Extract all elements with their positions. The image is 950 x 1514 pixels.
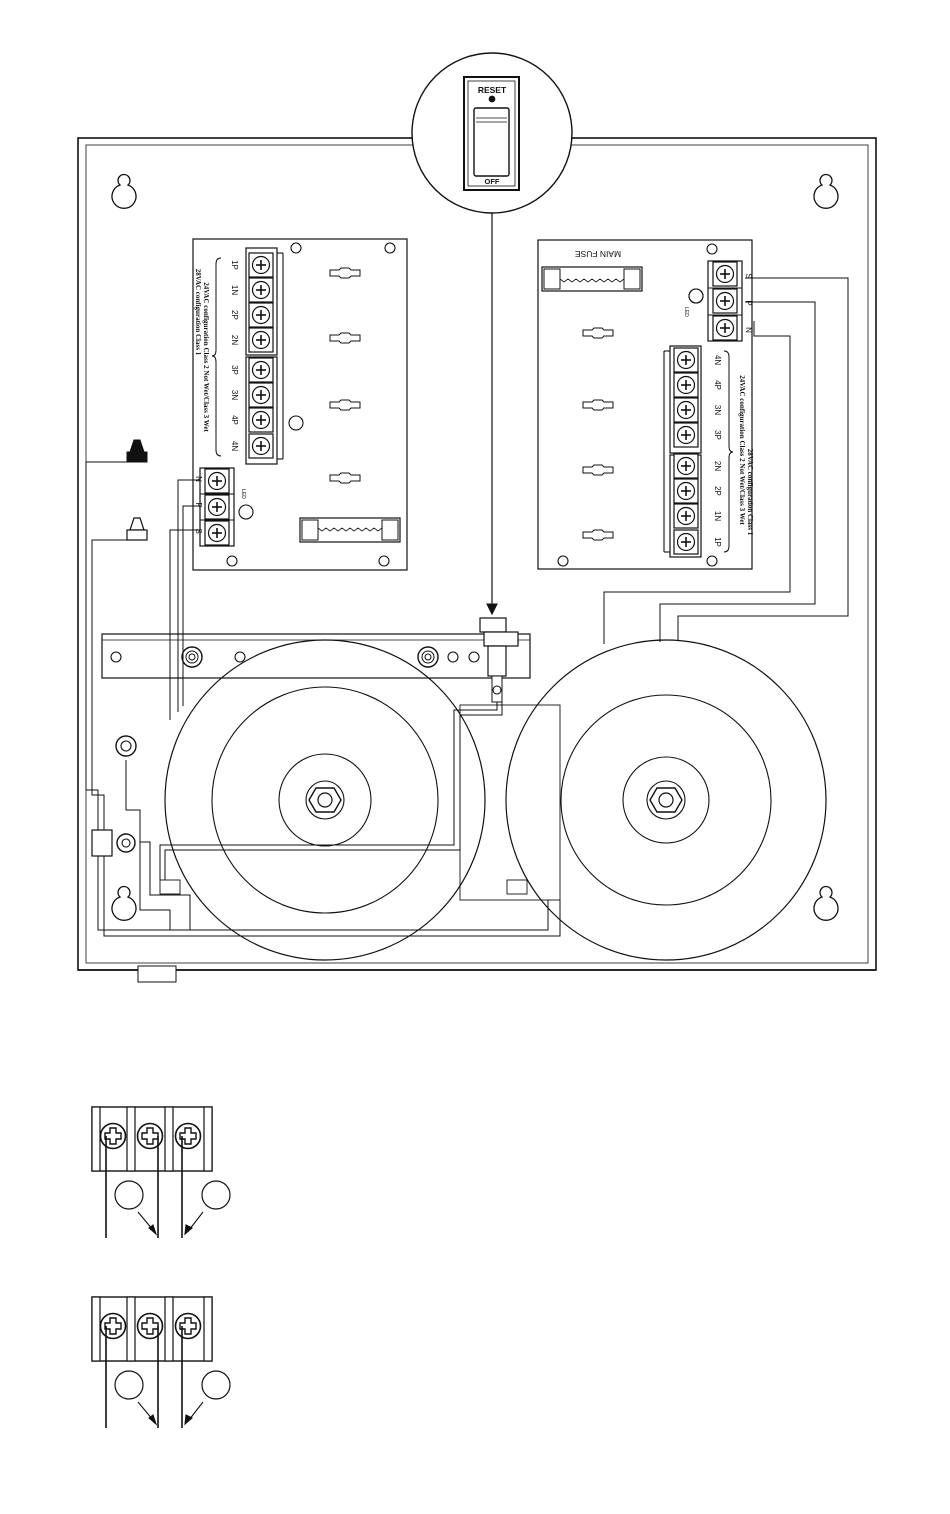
- right-led-label: LED: [683, 307, 689, 317]
- mounting-hole-bottom-right: [814, 887, 838, 921]
- transformer-plates: [160, 705, 560, 900]
- left-terminal-label-2p: 2P: [230, 310, 239, 320]
- right-transformer: [506, 640, 826, 960]
- left-terminal-label-3p: 3P: [230, 365, 239, 375]
- left-terminal-label-1n: 1N: [230, 285, 239, 295]
- right-input-label-n: N: [744, 327, 753, 333]
- right-terminal-label-1p: 1P: [713, 537, 722, 547]
- left-board: 1P 1N 2P 2N 3P 3N 4P 4N 24VAC configurat…: [193, 239, 407, 570]
- right-terminal-label-2n: 2N: [713, 461, 722, 471]
- right-terminal-label-4p: 4P: [713, 380, 722, 390]
- ground-stud: [92, 736, 136, 856]
- right-terminal-label-1n: 1N: [713, 511, 722, 521]
- left-terminal-label-4p: 4P: [230, 415, 239, 425]
- terminal-detail-2: [92, 1297, 230, 1428]
- main-fuse-label: MAIN FUSE: [575, 249, 622, 259]
- right-config-line-2: 28VAC configuration Class 1: [746, 449, 754, 536]
- left-transformer: [165, 640, 485, 960]
- right-terminal-label-4n: 4N: [713, 355, 722, 365]
- left-input-label-p: P: [194, 502, 203, 507]
- left-input-terminal-block: [200, 468, 234, 546]
- mounting-hole-top-left: [112, 175, 136, 209]
- right-terminal-label-2p: 2P: [713, 486, 722, 496]
- right-input-terminal-block: [708, 261, 742, 341]
- right-terminal-label-3p: 3P: [713, 430, 722, 440]
- right-config-line-1: 24VAC configuration Class 2 Not Wet/Clas…: [738, 375, 746, 525]
- switch-reset-label: RESET: [478, 85, 507, 95]
- left-terminal-label-2n: 2N: [230, 335, 239, 345]
- left-config-line-2: 28VAC configuration Class 1: [194, 269, 202, 356]
- mounting-hole-top-right: [814, 175, 838, 209]
- left-input-label-n: N: [194, 476, 203, 482]
- mounting-hole-bottom-left: [112, 887, 136, 921]
- left-config-line-1: 24VAC configuration Class 2 Not Wet/Clas…: [202, 282, 210, 432]
- switch-off-label: OFF: [485, 177, 500, 186]
- right-terminal-label-3n: 3N: [713, 405, 722, 415]
- left-terminal-label-1p: 1P: [230, 260, 239, 270]
- left-terminal-label-3n: 3N: [230, 390, 239, 400]
- left-led-label: LED: [240, 489, 246, 499]
- left-input-label-s: S: [194, 528, 203, 533]
- wire-nut-1: [127, 440, 147, 462]
- terminal-detail-1: [92, 1107, 230, 1238]
- reset-switch[interactable]: RESET OFF: [464, 77, 519, 190]
- right-input-label-p: P: [744, 300, 753, 305]
- wire-nut-2: [127, 518, 147, 540]
- left-terminal-label-4n: 4N: [230, 441, 239, 451]
- right-board: MAIN FUSE S P N LED: [538, 240, 754, 569]
